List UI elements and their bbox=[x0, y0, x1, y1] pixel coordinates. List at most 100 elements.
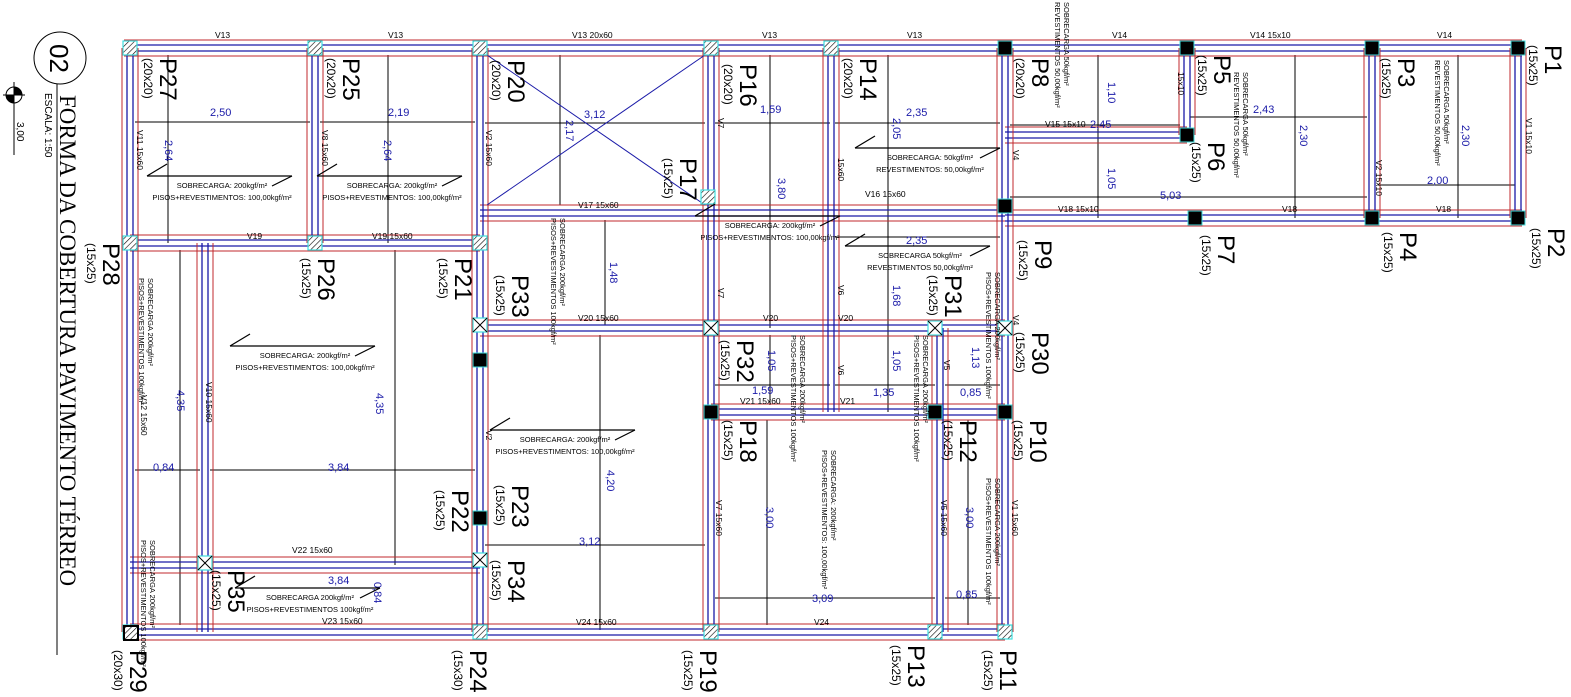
pillar-section bbox=[997, 198, 1013, 214]
pillar-size: (15x25) bbox=[681, 650, 695, 691]
pillar-size: (15x25) bbox=[1011, 420, 1025, 461]
pillar-size: (15x25) bbox=[489, 560, 503, 601]
pillar-name: P12 bbox=[954, 420, 981, 463]
dimension-value: 2,30 bbox=[1459, 125, 1471, 146]
pillar-section bbox=[1510, 210, 1526, 226]
beam-label: 15x60 bbox=[836, 158, 846, 181]
load-line: PISOS+REVESTIMENTOS 100kgf/m² bbox=[247, 605, 374, 614]
pillar-name: P21 bbox=[449, 258, 476, 301]
beam-label: V11 15x60 bbox=[135, 130, 145, 170]
load-line: SOBRECARGA 200kgf/m² bbox=[921, 335, 930, 423]
beam-label: V24 15x60 bbox=[576, 617, 617, 627]
load-line: REVESTIMENTOS 50,00kgf/m² bbox=[1053, 2, 1062, 108]
load-line: PISOS+REVESTIMENTOS: 100,00kgf/m² bbox=[152, 193, 292, 202]
opening-cross bbox=[486, 54, 706, 206]
pillar-name: P22 bbox=[446, 490, 473, 533]
dimension-value: 3,09 bbox=[812, 593, 833, 605]
load-line: SOBRECARGA 50kgf/m² bbox=[1241, 72, 1250, 156]
drawing-title: FORMA DA COBERTURA PAVIMENTO TÉRREO bbox=[55, 95, 80, 586]
pillar-name: P5 bbox=[1208, 55, 1235, 84]
pillar-section bbox=[997, 320, 1013, 336]
load-note: SOBRECARGA 200kgf/m²PISOS+REVESTIMENTOS … bbox=[789, 335, 807, 462]
pillar-label: P20(20x20) bbox=[489, 60, 529, 103]
pillar-label: P27(20x20) bbox=[141, 58, 181, 101]
dimension-value: 3,84 bbox=[328, 575, 349, 587]
pillar-label: P10(15x25) bbox=[1011, 420, 1051, 463]
beam-label: V2 bbox=[484, 430, 494, 441]
level-value: 3,00 bbox=[14, 122, 25, 142]
beam bbox=[471, 48, 489, 632]
load-line: SOBRECARGA: 200kgf/m² bbox=[829, 450, 838, 541]
pillar-size: (20x20) bbox=[841, 58, 855, 99]
pillar-name: P8 bbox=[1026, 58, 1053, 87]
beam bbox=[711, 403, 1005, 421]
beam bbox=[1005, 126, 1187, 144]
beam-label: V7 15x60 bbox=[714, 500, 724, 536]
pillar-section bbox=[1179, 127, 1195, 143]
pillar-size: (20x20) bbox=[721, 64, 735, 105]
beam-label: V10 15x60 bbox=[204, 382, 214, 423]
beam bbox=[130, 234, 480, 252]
pillar-name: P14 bbox=[854, 58, 881, 101]
dimension-value: 2,43 bbox=[1253, 104, 1274, 116]
load-line: SOBRECARGA 200kgf/m² bbox=[993, 272, 1002, 360]
pillar-section bbox=[122, 235, 138, 251]
load-line: REVESTIMENTOS: 50,00kgf/m² bbox=[876, 165, 984, 174]
load-note: SOBRECARGA: 200kgf/m²PISOS+REVESTIMENTOS… bbox=[229, 333, 376, 372]
load-note: SOBRECARGA: 200kgf/m²PISOS+REVESTIMENTOS… bbox=[694, 203, 841, 242]
load-note: SOBRECARGA 200kgf/m²PISOS+REVESTIMENTOS … bbox=[984, 272, 1002, 399]
pillar-name: P2 bbox=[1542, 228, 1569, 257]
dimension-value: 1,05 bbox=[890, 350, 902, 371]
pillar-label: P11(15x25) bbox=[981, 650, 1021, 691]
pillar-name: P29 bbox=[124, 650, 151, 693]
beam-label: V2 15x60 bbox=[484, 130, 494, 166]
beam bbox=[130, 623, 1005, 641]
beam-label: V13 bbox=[907, 30, 922, 40]
beam-label: V18 bbox=[1436, 204, 1451, 214]
beam bbox=[121, 48, 139, 632]
pillar-name: P18 bbox=[734, 420, 761, 463]
pillar-label: P16(20x20) bbox=[721, 64, 761, 107]
pillar-label: P22(15x25) bbox=[433, 490, 473, 533]
pillar-name: P6 bbox=[1202, 142, 1229, 171]
pillar-section bbox=[472, 510, 488, 526]
pillar-label: P33(15x25) bbox=[493, 275, 533, 318]
pillar-section bbox=[927, 624, 943, 640]
beam bbox=[480, 319, 1005, 337]
load-line: SOBRECARGA 200kgf/m² bbox=[798, 335, 807, 423]
load-line: SOBRECARGA 200kgf/m² bbox=[146, 278, 155, 366]
pillar-label: P21(15x25) bbox=[436, 258, 476, 301]
dimension-value: 1,48 bbox=[607, 262, 619, 283]
pillar-label: P3(15x25) bbox=[1379, 58, 1419, 99]
pillar-name: P27 bbox=[154, 58, 181, 101]
beam-label: V7 bbox=[716, 118, 726, 129]
beam-label: V20 bbox=[838, 313, 853, 323]
pillar-name: P9 bbox=[1029, 240, 1056, 269]
pillar-section bbox=[1364, 40, 1380, 56]
pillar-name: P23 bbox=[506, 485, 533, 528]
pillar-size: (15x25) bbox=[1189, 142, 1203, 183]
beam-label: V19 bbox=[247, 231, 262, 241]
load-note: SOBRECARGA: 200kgf/m²PISOS+REVESTIMENTOS… bbox=[820, 450, 838, 590]
load-line: SOBRECARGA: 200kgf/m² bbox=[520, 435, 611, 444]
dimension-value: 2,64 bbox=[162, 140, 174, 161]
dimension-value: 4,20 bbox=[604, 470, 616, 491]
pillar-size: (15x25) bbox=[209, 570, 223, 611]
pillar-name: P19 bbox=[694, 650, 721, 693]
pillar-section bbox=[703, 404, 719, 420]
pillar-size: (15x25) bbox=[1526, 45, 1540, 86]
dimension-value: 3,12 bbox=[579, 536, 600, 548]
load-line: SOBRECARGA: 200kgf/m² bbox=[260, 351, 351, 360]
beam-label: V4 bbox=[1011, 150, 1021, 161]
pillar-size: (15x25) bbox=[661, 158, 675, 199]
pillar-name: P26 bbox=[312, 258, 339, 301]
pillar-section bbox=[703, 320, 719, 336]
load-note: SOBRECARGA: 200kgf/m²PISOS+REVESTIMENTOS… bbox=[316, 163, 463, 202]
beam-label: V16 15x60 bbox=[865, 189, 906, 199]
pillar-section bbox=[123, 625, 139, 641]
beam bbox=[1509, 48, 1527, 218]
beam-label: V18 15x10 bbox=[1058, 204, 1099, 214]
pillar-section bbox=[472, 352, 488, 368]
beam-label: V14 15x10 bbox=[1250, 30, 1291, 40]
